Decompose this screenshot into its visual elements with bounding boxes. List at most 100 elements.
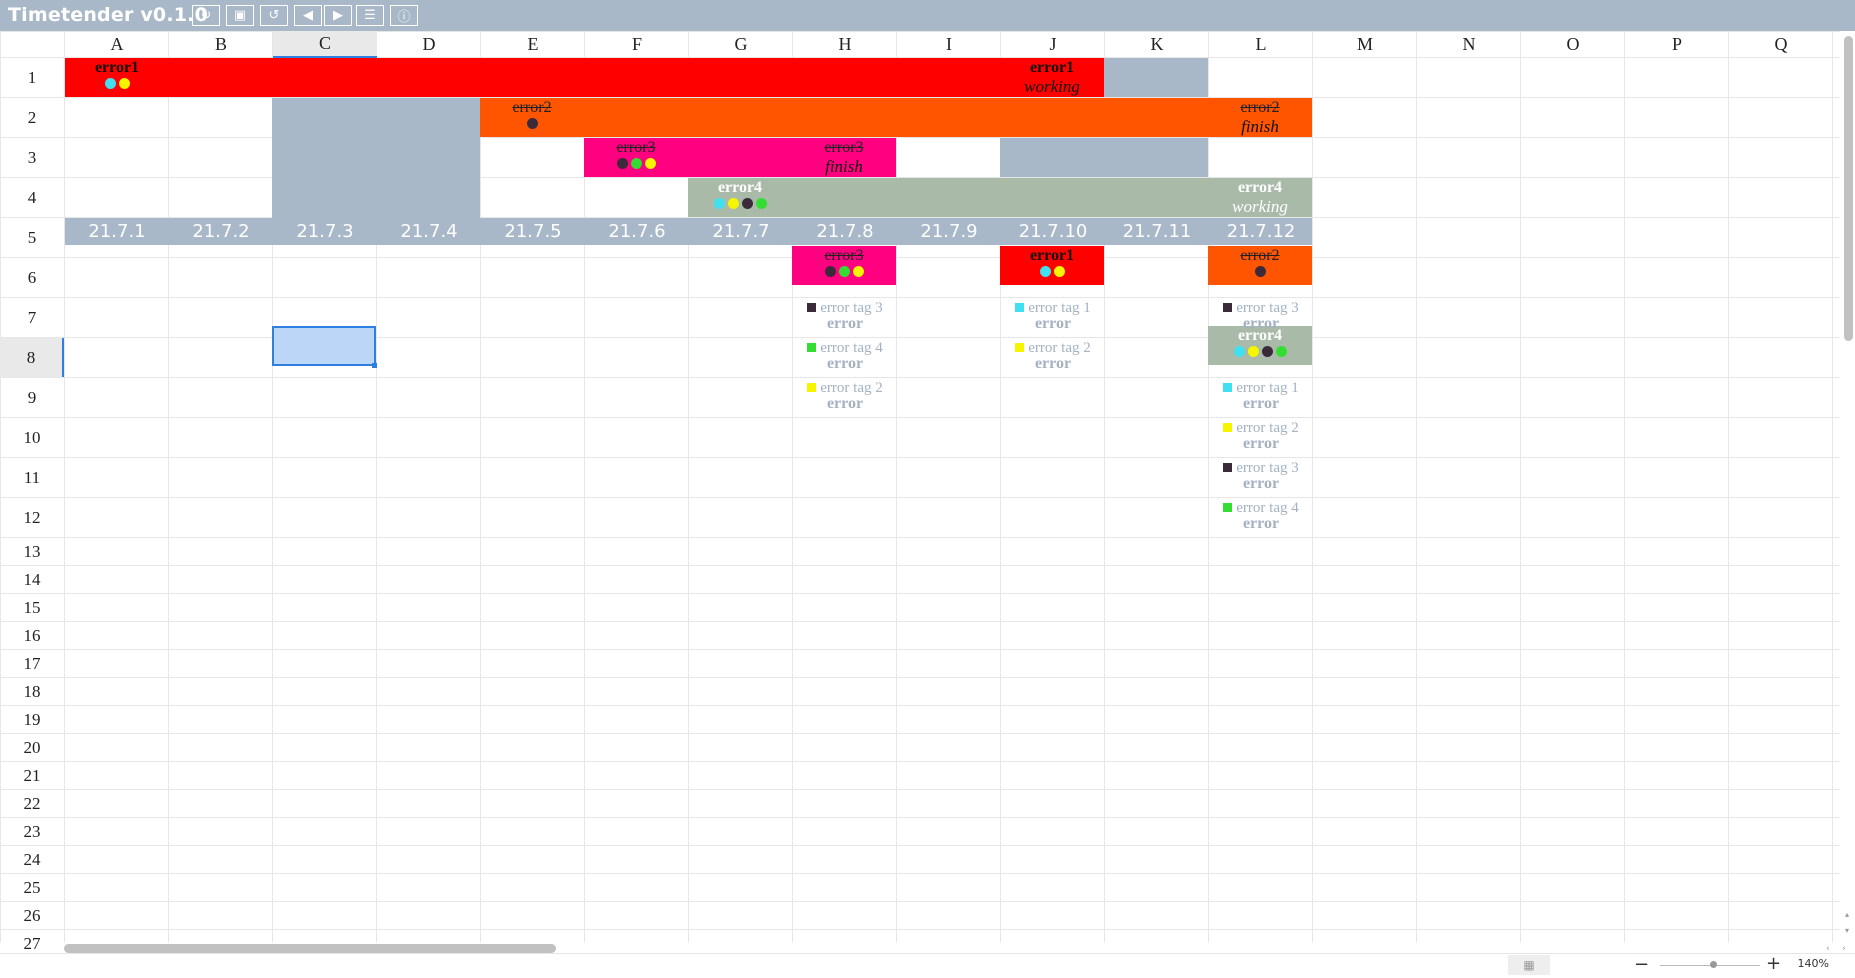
row-header-21[interactable]: 21 bbox=[23, 765, 41, 785]
row-header-5[interactable]: 5 bbox=[27, 227, 37, 247]
row-header-18[interactable]: 18 bbox=[23, 681, 41, 701]
column-header-n[interactable]: N bbox=[1462, 34, 1476, 54]
row-header-20[interactable]: 20 bbox=[23, 737, 41, 757]
column-header-b[interactable]: B bbox=[214, 34, 227, 54]
scroll-right-icon[interactable]: › bbox=[1842, 944, 1846, 954]
row-header-11[interactable]: 11 bbox=[23, 467, 41, 487]
zoom-in-icon[interactable]: + bbox=[1766, 953, 1782, 974]
error4-bar[interactable]: error4 error4 working bbox=[688, 178, 1312, 217]
row-header-1[interactable]: 1 bbox=[27, 67, 37, 87]
row-header-26[interactable]: 26 bbox=[23, 905, 41, 925]
column-header-o[interactable]: O bbox=[1566, 34, 1580, 54]
row-header-24[interactable]: 24 bbox=[23, 849, 41, 869]
tag-name: error tag 4 bbox=[820, 340, 883, 356]
day-card-l-sub[interactable]: error4 bbox=[1208, 326, 1312, 365]
info-icon[interactable]: ⓘ bbox=[390, 5, 418, 26]
column-header-j[interactable]: J bbox=[1049, 34, 1057, 54]
fill-handle[interactable] bbox=[372, 363, 377, 368]
prev-icon[interactable]: ◀ bbox=[294, 5, 322, 26]
scroll-up-icon[interactable]: ▴ bbox=[1845, 910, 1850, 919]
column-header-c[interactable]: C bbox=[273, 31, 377, 58]
tag-entry-tag2[interactable]: error tag 2 bbox=[1001, 341, 1105, 356]
list-icon[interactable]: ☰ bbox=[356, 5, 384, 26]
tag-entry-tag3[interactable]: error tag 3 bbox=[793, 301, 897, 316]
row-header-23[interactable]: 23 bbox=[23, 821, 41, 841]
column-header-g[interactable]: G bbox=[734, 34, 748, 54]
row-header-2[interactable]: 2 bbox=[27, 107, 37, 127]
row-header-4[interactable]: 4 bbox=[27, 187, 37, 207]
column-header-e[interactable]: E bbox=[527, 34, 539, 54]
column-header-a[interactable]: A bbox=[110, 34, 124, 54]
date-label: 21.7.11 bbox=[1122, 221, 1192, 242]
tag4-swatch-icon bbox=[1223, 503, 1233, 512]
tag-entry-tag4[interactable]: error tag 4 bbox=[1209, 501, 1313, 516]
scroll-down-icon[interactable]: ▾ bbox=[1845, 926, 1850, 935]
row-header-17[interactable]: 17 bbox=[23, 653, 41, 673]
zoom-slider-handle[interactable] bbox=[1710, 961, 1717, 968]
row-header-27[interactable]: 27 bbox=[23, 933, 41, 953]
row-header-9[interactable]: 9 bbox=[27, 387, 37, 407]
row-header-14[interactable]: 14 bbox=[23, 569, 41, 589]
day-card-l[interactable]: error2 bbox=[1208, 246, 1312, 285]
scroll-left-icon[interactable]: ‹ bbox=[1826, 944, 1830, 954]
error2-bar[interactable]: error2 error2 finish bbox=[480, 98, 1312, 137]
column-header-p[interactable]: P bbox=[1671, 34, 1682, 54]
error1-bar[interactable]: error1 error1 working bbox=[65, 58, 1104, 97]
row-header-25[interactable]: 25 bbox=[23, 877, 41, 897]
row-header-8[interactable]: 8 bbox=[0, 338, 64, 377]
column-header-k[interactable]: K bbox=[1150, 34, 1164, 54]
save-icon[interactable]: ▣ bbox=[226, 5, 254, 26]
tag-entry-tag1[interactable]: error tag 1 bbox=[1001, 301, 1105, 316]
row-header-13[interactable]: 13 bbox=[23, 541, 41, 561]
error1-tag-dots bbox=[65, 78, 169, 89]
row-header-12[interactable]: 12 bbox=[23, 507, 41, 527]
selected-cell[interactable] bbox=[272, 326, 376, 366]
tag-entry-tag4[interactable]: error tag 4 bbox=[793, 341, 897, 356]
row-header-16[interactable]: 16 bbox=[23, 625, 41, 645]
day-card-l-sub-title: error4 bbox=[1237, 327, 1283, 344]
tag3-dot bbox=[616, 158, 628, 169]
column-header-q[interactable]: Q bbox=[1774, 34, 1788, 54]
zoom-out-icon[interactable]: − bbox=[1634, 954, 1650, 975]
row-header-7[interactable]: 7 bbox=[27, 307, 37, 327]
tag-name: error tag 3 bbox=[1236, 300, 1299, 316]
sheet-view-icon[interactable]: ▦ bbox=[1508, 955, 1550, 975]
day-card-h-dots bbox=[792, 266, 896, 277]
error1-end-label: error1 bbox=[1029, 59, 1075, 76]
error3-bar[interactable]: error3 error3 finish bbox=[584, 138, 896, 177]
tag1-dot bbox=[1039, 266, 1051, 277]
status-bar bbox=[0, 953, 1855, 978]
error2-end-label: error2 bbox=[1240, 99, 1280, 116]
tag-entry-tag3[interactable]: error tag 3 bbox=[1209, 461, 1313, 476]
refresh-icon[interactable]: ↻ bbox=[192, 5, 220, 26]
tag-entry-sub: error bbox=[1034, 355, 1072, 372]
column-header-m[interactable]: M bbox=[1356, 34, 1373, 54]
zoom-level: 140% bbox=[1797, 957, 1829, 970]
tag1-dot bbox=[713, 198, 725, 209]
vertical-scrollbar-thumb[interactable] bbox=[1844, 36, 1853, 341]
day-card-j[interactable]: error1 bbox=[1000, 246, 1104, 285]
row-header-10[interactable]: 10 bbox=[23, 427, 41, 447]
row-header-3[interactable]: 3 bbox=[27, 147, 37, 167]
tag-entry-tag2[interactable]: error tag 2 bbox=[793, 381, 897, 396]
row-header-6[interactable]: 6 bbox=[27, 267, 37, 287]
tag1-swatch-icon bbox=[1223, 383, 1233, 392]
column-header-l[interactable]: L bbox=[1255, 34, 1267, 54]
day-card-h[interactable]: error3 bbox=[792, 246, 896, 285]
column-header-d[interactable]: D bbox=[422, 34, 436, 54]
row-header-15[interactable]: 15 bbox=[23, 597, 41, 617]
undo-icon[interactable]: ↺ bbox=[260, 5, 288, 26]
row-header-22[interactable]: 22 bbox=[23, 793, 41, 813]
column-header-h[interactable]: H bbox=[838, 34, 852, 54]
column-header-i[interactable]: I bbox=[946, 34, 952, 54]
tag-entry-tag3[interactable]: error tag 3 bbox=[1209, 301, 1313, 316]
day-card-l-title: error2 bbox=[1240, 247, 1280, 264]
next-icon[interactable]: ▶ bbox=[324, 5, 352, 26]
column-header-f[interactable]: F bbox=[631, 34, 642, 54]
tag2-swatch-icon bbox=[1223, 423, 1233, 432]
tag-entry-tag2[interactable]: error tag 2 bbox=[1209, 421, 1313, 436]
tag2-swatch-icon bbox=[807, 383, 817, 392]
row-header-19[interactable]: 19 bbox=[23, 709, 41, 729]
horizontal-scrollbar-thumb[interactable] bbox=[64, 944, 556, 953]
tag-entry-tag1[interactable]: error tag 1 bbox=[1209, 381, 1313, 396]
